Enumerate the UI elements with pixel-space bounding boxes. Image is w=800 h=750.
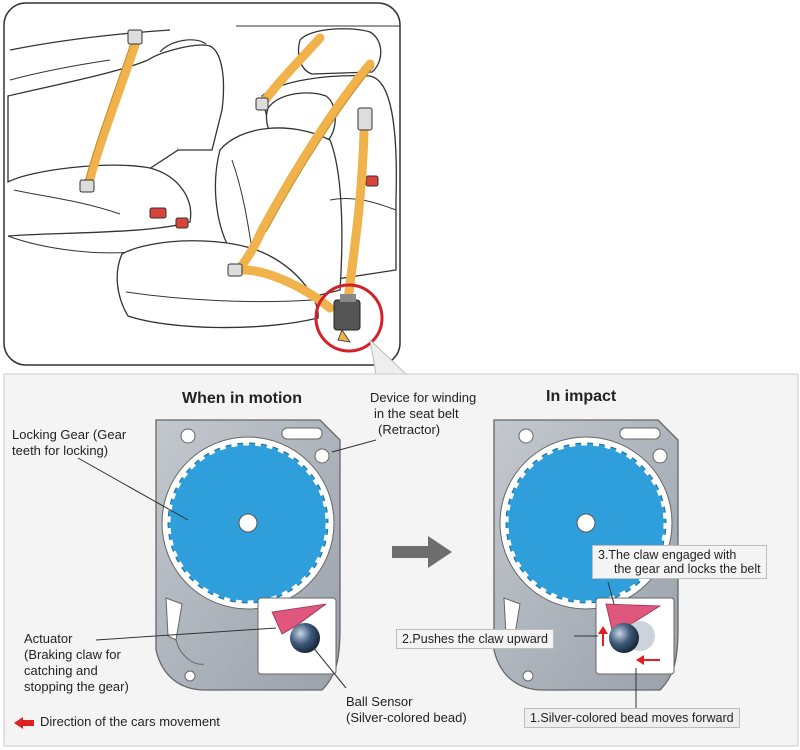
locking-gear-label: Locking Gear (Gear teeth for locking) [12,427,127,458]
pushes-claw-callout: 2.Pushes the claw upward [396,629,554,649]
ball-sensor-label: Ball Sensor (Silver-colored bead) [346,694,467,725]
retractor-motion [155,419,341,691]
car-seats-illustration [3,2,401,366]
legend-text: Direction of the cars movement [40,714,220,729]
bead-moves-callout: 1.Silver-colored bead moves forward [524,708,740,728]
red-arrow-icon [14,716,34,729]
retractor-icon [333,294,361,343]
impact-title: In impact [546,388,617,405]
arrow-right-icon [392,536,452,568]
direction-legend: Direction of the cars movement [14,714,220,729]
motion-title: When in motion [182,390,302,407]
actuator-label: Actuator (Braking claw for catching and … [24,631,129,694]
retractor-label: Device for winding in the seat belt (Ret… [370,390,477,437]
claw-engaged-callout: 3.The claw engaged with the gear and loc… [592,545,767,579]
